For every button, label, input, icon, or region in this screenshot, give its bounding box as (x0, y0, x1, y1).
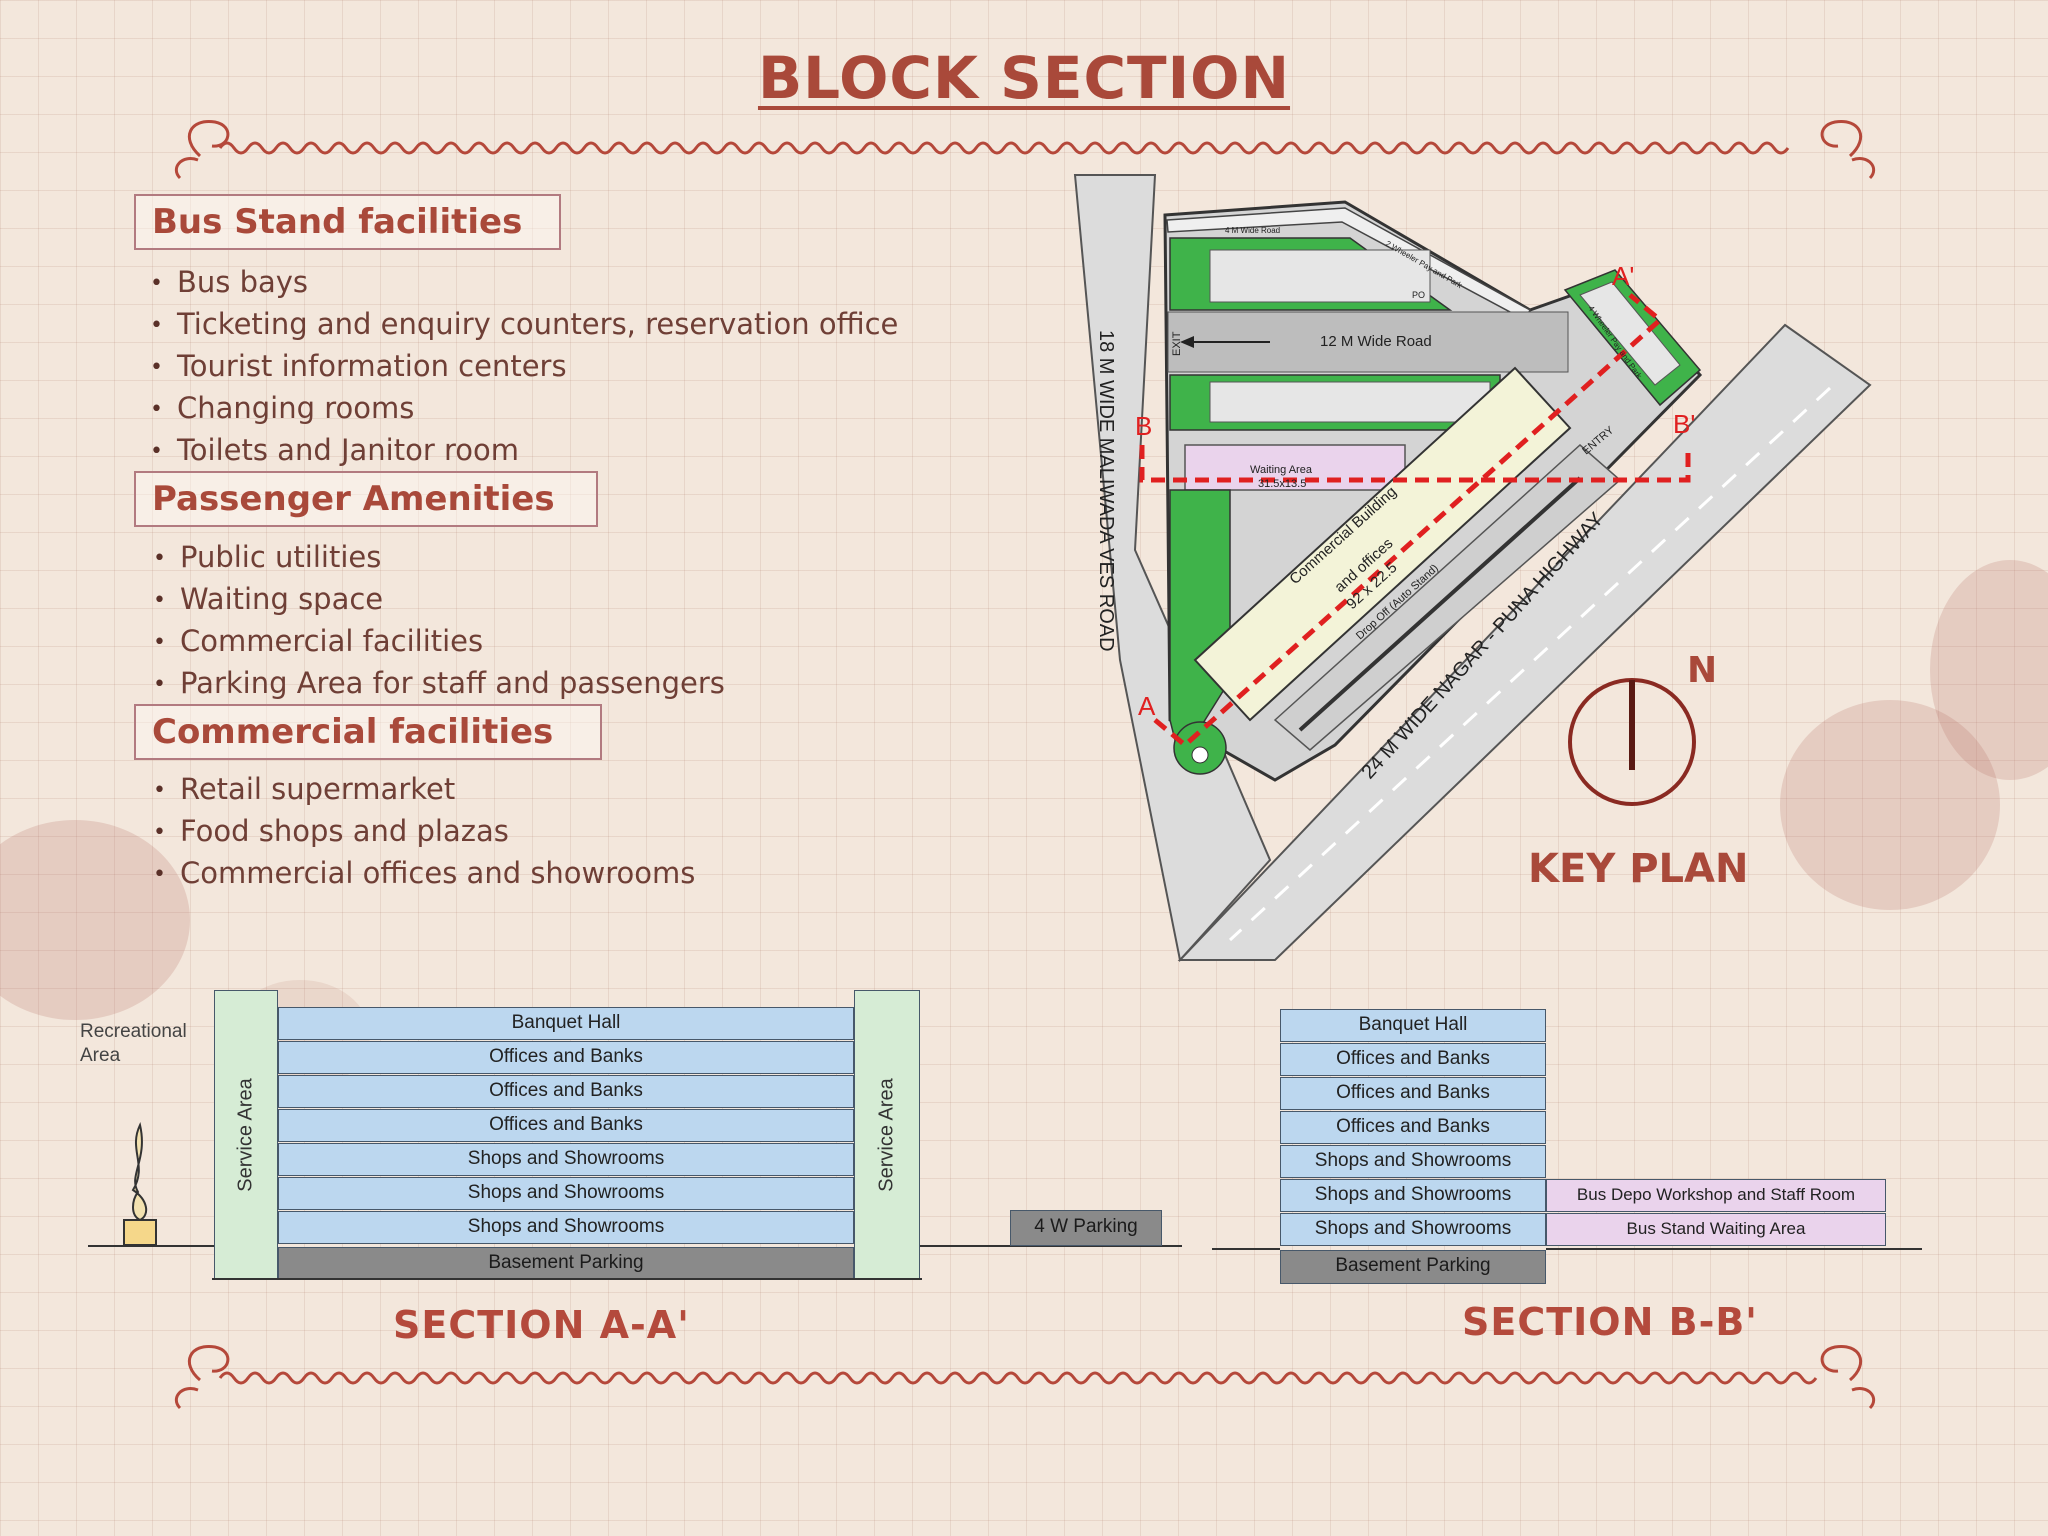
left-road-label: 18 M WIDE MALIWADA VES ROAD (1095, 330, 1117, 652)
marker-b-prime: B' (1673, 409, 1695, 439)
background-stain (1780, 700, 2000, 910)
recreational-line-1: Recreational (80, 1021, 187, 1042)
highway (1177, 323, 1872, 961)
marker-a-prime: A' (1612, 261, 1634, 291)
top-ornament (174, 120, 1876, 180)
waiting-area-dim: 31.5x13.5 (1258, 478, 1306, 490)
section-line-aa (1153, 293, 1664, 749)
ground-line-bb-left (1212, 1248, 1280, 1250)
inner-road (1167, 311, 1569, 373)
section-bb-title: SECTION B-B' (1462, 1300, 1758, 1344)
parking-row-bays (1209, 381, 1491, 423)
floor-bb: Offices and Banks (1280, 1077, 1546, 1110)
floor-aa: Offices and Banks (278, 1109, 854, 1142)
key-plan: 18 M WIDE MALIWADA VES ROAD 24 M WIDE NA… (1073, 174, 1872, 963)
four-wheeler-parking-box: 4 W Parking (1010, 1210, 1162, 1246)
service-area-label: Service Area (234, 1078, 257, 1192)
section-line-bb (1139, 445, 1691, 483)
bus-stand-heading: Bus Stand facilities (134, 194, 561, 250)
basement-aa: Basement Parking (278, 1247, 854, 1280)
bus-stand-waiting-area: Bus Stand Waiting Area (1546, 1213, 1886, 1246)
lower-green (1169, 489, 1231, 762)
list-item: Changing rooms (150, 389, 898, 431)
floor-aa: Shops and Showrooms (278, 1143, 854, 1176)
north-label: N (1687, 650, 1717, 691)
floor-bb: Banquet Hall (1280, 1009, 1546, 1042)
floor-aa: Banquet Hall (278, 1007, 854, 1040)
floor-bb: Shops and Showrooms (1280, 1145, 1546, 1178)
list-item: Ticketing and enquiry counters, reservat… (150, 305, 898, 347)
marker-a: A (1138, 691, 1156, 721)
basement-outline-aa (212, 1278, 922, 1280)
floor-aa: Shops and Showrooms (278, 1211, 854, 1244)
list-item: Commercial offices and showrooms (153, 854, 695, 896)
floor-bb: Offices and Banks (1280, 1111, 1546, 1144)
floor-bb: Shops and Showrooms (1280, 1213, 1546, 1246)
page-title-text: BLOCK SECTION (757, 44, 1291, 112)
list-item: Commercial facilities (153, 622, 725, 664)
inner-road-label: 12 M Wide Road (1320, 333, 1432, 350)
list-item: Parking Area for staff and passengers (153, 664, 725, 706)
floor-aa: Offices and Banks (278, 1041, 854, 1074)
recreational-line-2: Area (80, 1045, 121, 1066)
list-item: Tourist information centers (150, 347, 898, 389)
service-area-label: Service Area (875, 1078, 898, 1192)
po-label: PO (1412, 290, 1425, 300)
bus-stand-list: Bus bays Ticketing and enquiry counters,… (150, 263, 898, 473)
section-aa-title: SECTION A-A' (393, 1303, 690, 1347)
exit-label: EXIT (1171, 331, 1183, 356)
bus-depo-workshop: Bus Depo Workshop and Staff Room (1546, 1179, 1886, 1212)
floor-bb: Shops and Showrooms (1280, 1179, 1546, 1212)
commercial-building (1193, 366, 1572, 722)
basement-bb: Basement Parking (1280, 1250, 1546, 1284)
passenger-amenities-list: Public utilities Waiting space Commercia… (153, 538, 725, 706)
key-plan-title: KEY PLAN (1528, 846, 1748, 892)
floor-aa: Shops and Showrooms (278, 1177, 854, 1210)
top-road-label: 4 M Wide Road (1225, 226, 1280, 235)
list-item: Public utilities (153, 538, 725, 580)
recreational-area-label: Recreational Area (80, 1020, 187, 1068)
ground-line-bb-right (1546, 1248, 1922, 1250)
ground-line-aa-right (920, 1245, 1182, 1247)
list-item: Toilets and Janitor room (150, 431, 898, 473)
passenger-amenities-heading: Passenger Amenities (134, 471, 598, 527)
two-wheeler-bays (1209, 249, 1431, 303)
floor-aa: Offices and Banks (278, 1075, 854, 1108)
list-item: Food shops and plazas (153, 812, 695, 854)
marker-b: B (1135, 411, 1152, 441)
page-title: BLOCK SECTION (0, 44, 2048, 112)
list-item: Waiting space (153, 580, 725, 622)
list-item: Retail supermarket (153, 770, 695, 812)
commercial-facilities-list: Retail supermarket Food shops and plazas… (153, 770, 695, 896)
floor-bb: Offices and Banks (1280, 1043, 1546, 1076)
ground-line-aa-left (88, 1245, 214, 1247)
list-item: Bus bays (150, 263, 898, 305)
commercial-facilities-heading: Commercial facilities (134, 704, 602, 760)
service-area-left: Service Area (214, 990, 278, 1280)
torch-icon (123, 1121, 157, 1246)
waiting-area-label: Waiting Area (1250, 464, 1313, 476)
four-wheeler-bays (1579, 281, 1681, 386)
background-stain (1930, 560, 2048, 780)
bottom-ornament (174, 1345, 1876, 1410)
service-area-right: Service Area (854, 990, 920, 1280)
